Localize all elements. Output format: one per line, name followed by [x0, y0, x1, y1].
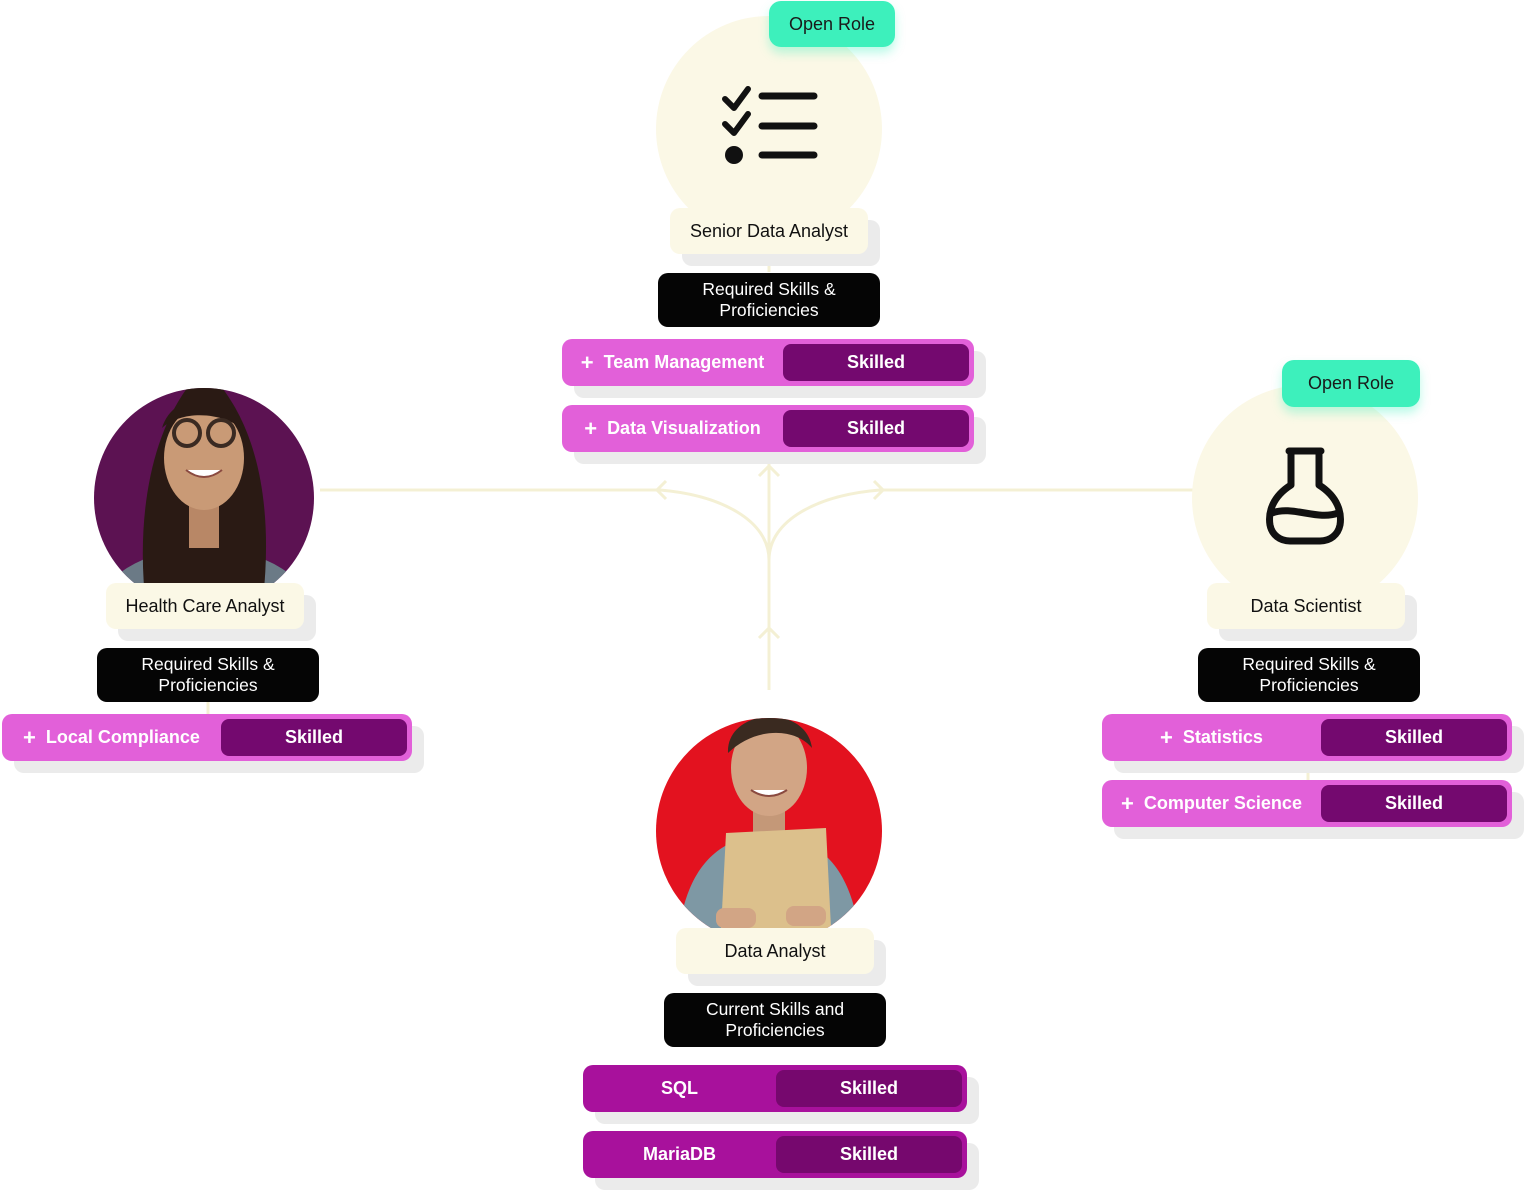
role-title: Health Care Analyst	[106, 583, 304, 629]
open-role-badge: Open Role	[769, 1, 895, 47]
skill-name: +Statistics	[1160, 724, 1263, 750]
analyst-title-card: Data Analyst	[676, 928, 886, 986]
skill-row[interactable]: MariaDB Skilled	[583, 1131, 979, 1190]
plus-icon: +	[1121, 790, 1134, 816]
proficiency-level: Skilled	[783, 344, 969, 381]
proficiency-level: Skilled	[776, 1136, 962, 1173]
skill-row[interactable]: +Statistics Skilled	[1102, 714, 1524, 773]
flask-icon	[1266, 447, 1344, 545]
open-role-label: Open Role	[1307, 373, 1395, 393]
senior-title-card: Senior Data Analyst	[670, 208, 880, 266]
open-role-label: Open Role	[788, 13, 876, 34]
plus-icon: +	[584, 415, 598, 441]
plus-icon: +	[23, 724, 36, 750]
required-skills-header: Required Skills & Proficiencies	[1198, 648, 1420, 702]
checklist-icon	[722, 86, 818, 164]
proficiency-level: Skilled	[1321, 719, 1507, 756]
health-title-card: Health Care Analyst	[106, 583, 316, 641]
skill-name: SQL	[660, 1078, 698, 1098]
skill-row[interactable]: +Local Compliance Skilled	[2, 714, 424, 773]
skill-name: MariaDB	[642, 1144, 717, 1164]
proficiency-level: Skilled	[776, 1070, 962, 1107]
role-title: Data Scientist	[1207, 583, 1405, 629]
role-title: Data Analyst	[676, 928, 874, 974]
skill-row[interactable]: SQL Skilled	[583, 1065, 979, 1124]
current-skills-header: Current Skills and Proficiencies	[664, 993, 886, 1047]
skill-name: +Computer Science	[1121, 790, 1302, 816]
open-role-badge: Open Role	[1282, 360, 1420, 407]
proficiency-level: Skilled	[783, 410, 969, 447]
senior-role-circle	[656, 16, 882, 242]
role-title: Senior Data Analyst	[670, 208, 868, 254]
woman-with-glasses-avatar	[94, 388, 314, 608]
skill-row[interactable]: +Computer Science Skilled	[1102, 780, 1524, 839]
skill-name: +Data Visualization	[584, 415, 761, 441]
required-skills-header: Required Skills & Proficiencies	[97, 648, 319, 702]
required-skills-header: Required Skills & Proficiencies	[658, 273, 880, 327]
man-holding-folder-avatar	[656, 718, 882, 944]
plus-icon: +	[1160, 724, 1173, 750]
skill-row[interactable]: +Data Visualization Skilled	[562, 405, 986, 464]
plus-icon: +	[580, 349, 594, 375]
skill-row[interactable]: +Team Management Skilled	[562, 339, 986, 398]
proficiency-level: Skilled	[221, 719, 407, 756]
scientist-title-card: Data Scientist	[1207, 583, 1417, 641]
skill-name: +Local Compliance	[23, 724, 200, 750]
proficiency-level: Skilled	[1321, 785, 1507, 822]
skill-name: +Team Management	[580, 349, 765, 375]
scientist-role-circle	[1192, 385, 1418, 611]
